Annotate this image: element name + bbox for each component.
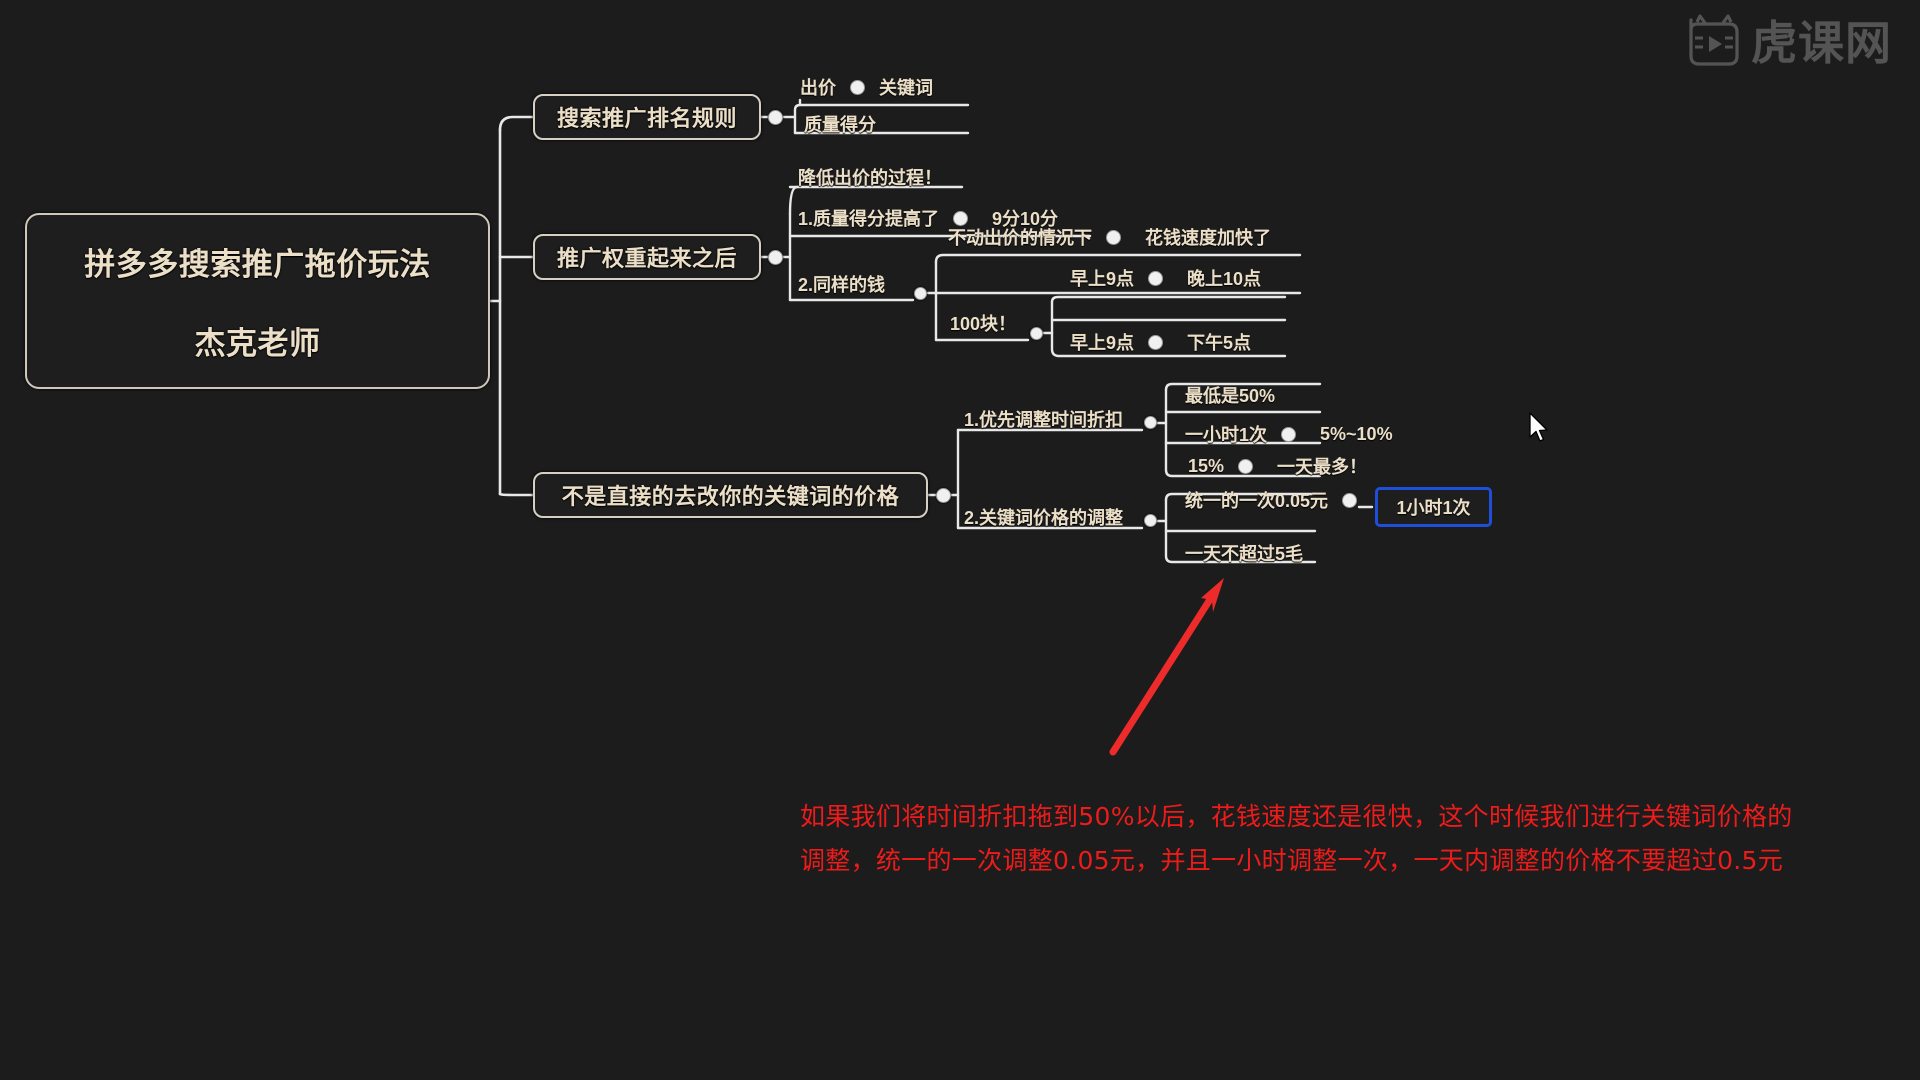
connector-dot-15-percent[interactable] — [1238, 458, 1254, 474]
leaf-9am-5pm-pair: 早上9点 下午5点 — [1070, 329, 1251, 355]
leaf-score-9-10: 9分10分 — [992, 209, 1059, 229]
branch-node-rank-label: 搜索推广排名规则 — [556, 106, 737, 131]
annotation-caption-line2: 调整，统一的一次调整0.05元，并且一小时调整一次，一天内调整的价格不要超过0.… — [800, 846, 1784, 875]
leaf-9am-a: 早上9点 — [1070, 269, 1135, 289]
mouse-pointer-icon — [1529, 412, 1548, 442]
leaf-same-money: 2.同样的钱 — [798, 275, 886, 295]
branch-node-rank[interactable]: 搜索推广排名规则 — [533, 94, 761, 140]
connector-dot-bidding[interactable] — [850, 79, 865, 95]
leaf-hourly-once-pair: 一小时1次 5%~10% — [1185, 421, 1393, 447]
highlighted-node-1hour-1time[interactable]: 1小时1次 — [1375, 487, 1492, 527]
connector-dot-9am-a[interactable] — [1148, 270, 1164, 286]
leaf-100-yuan: 100块！ — [950, 314, 1017, 334]
connector-dot-keyword-price[interactable] — [1144, 514, 1157, 527]
leaf-5pm: 下午5点 — [1187, 333, 1252, 353]
connector-dot-no-bid-change[interactable] — [1106, 229, 1121, 245]
leaf-adjust-time-discount: 1.优先调整时间折扣 — [964, 410, 1124, 430]
connector-dot-time-discount[interactable] — [1144, 416, 1157, 429]
watermark: 虎课网 — [1683, 14, 1892, 72]
leaf-keyword: 关键词 — [879, 78, 933, 98]
leaf-min-50-percent: 最低是50% — [1185, 386, 1276, 406]
leaf-hourly-once: 一小时1次 — [1185, 425, 1268, 445]
leaf-max-per-day: 一天最多！ — [1277, 457, 1368, 477]
branch-node-weight-label: 推广权重起来之后 — [556, 246, 737, 271]
tiger-play-logo-icon — [1689, 14, 1739, 66]
connector-dot-hourly-once[interactable] — [1281, 426, 1297, 442]
leaf-bidding: 出价 — [800, 78, 836, 98]
leaf-spend-faster: 花钱速度加快了 — [1145, 228, 1271, 248]
leaf-15-percent-pair: 15% 一天最多！ — [1188, 453, 1367, 479]
highlighted-node-label: 1小时1次 — [1396, 498, 1471, 518]
connector-dot-100-yuan[interactable] — [1030, 327, 1043, 340]
leaf-9am-10pm-pair: 早上9点 晚上10点 — [1070, 265, 1261, 291]
connector-dot-9am-b[interactable] — [1148, 334, 1164, 350]
branch-node-price[interactable]: 不是直接的去改你的关键词的价格 — [533, 472, 928, 518]
annotation-caption-line1: 如果我们将时间折扣拖到50%以后，花钱速度还是很快，这个时候我们进行关键词价格的 — [800, 802, 1793, 831]
red-arrow — [1109, 578, 1224, 756]
leaf-10pm: 晚上10点 — [1187, 269, 1262, 289]
connector-dot-quality-improved[interactable] — [953, 210, 969, 226]
leaf-max-5mao-per-day: 一天不超过5毛 — [1185, 544, 1304, 564]
connector-dot-weight[interactable] — [768, 250, 783, 265]
leaf-9am-b: 早上9点 — [1070, 333, 1135, 353]
leaf-15-percent: 15% — [1188, 455, 1225, 476]
leaf-quality-score: 质量得分 — [804, 115, 876, 135]
leaf-lower-bid-process: 降低出价的过程！ — [798, 168, 942, 188]
leaf-bidding-pair: 出价 关键词 — [800, 74, 933, 100]
leaf-no-bid-change-pair: 不动出价的情况下 花钱速度加快了 — [948, 224, 1271, 250]
connector-dot-unified-005[interactable] — [1342, 492, 1358, 508]
connector-dot-rank[interactable] — [768, 110, 783, 125]
branch-node-weight[interactable]: 推广权重起来之后 — [533, 234, 761, 280]
root-subtitle: 杰克老师 — [194, 326, 321, 361]
leaf-unified-005-pair: 统一的一次0.05元 — [1185, 487, 1358, 513]
branch-node-price-label: 不是直接的去改你的关键词的价格 — [561, 484, 900, 509]
watermark-text: 虎课网 — [1751, 16, 1892, 70]
leaf-unified-005: 统一的一次0.05元 — [1185, 491, 1329, 511]
leaf-no-bid-change: 不动出价的情况下 — [948, 228, 1092, 248]
root-node[interactable]: 拼多多搜索推广拖价玩法 杰克老师 — [25, 213, 490, 389]
root-title: 拼多多搜索推广拖价玩法 — [84, 247, 431, 282]
leaf-keyword-price-adjust: 2.关键词价格的调整 — [964, 508, 1124, 528]
connector-dot-price[interactable] — [936, 488, 951, 503]
leaf-5-10-percent: 5%~10% — [1320, 423, 1393, 444]
leaf-quality-improved: 1.质量得分提高了 — [798, 209, 940, 229]
leaf-quality-improved-pair: 1.质量得分提高了 9分10分 — [798, 205, 1058, 231]
annotation-caption: 如果我们将时间折扣拖到50%以后，花钱速度还是很快，这个时候我们进行关键词价格的… — [800, 795, 1890, 883]
connector-dot-same-money[interactable] — [914, 287, 927, 300]
